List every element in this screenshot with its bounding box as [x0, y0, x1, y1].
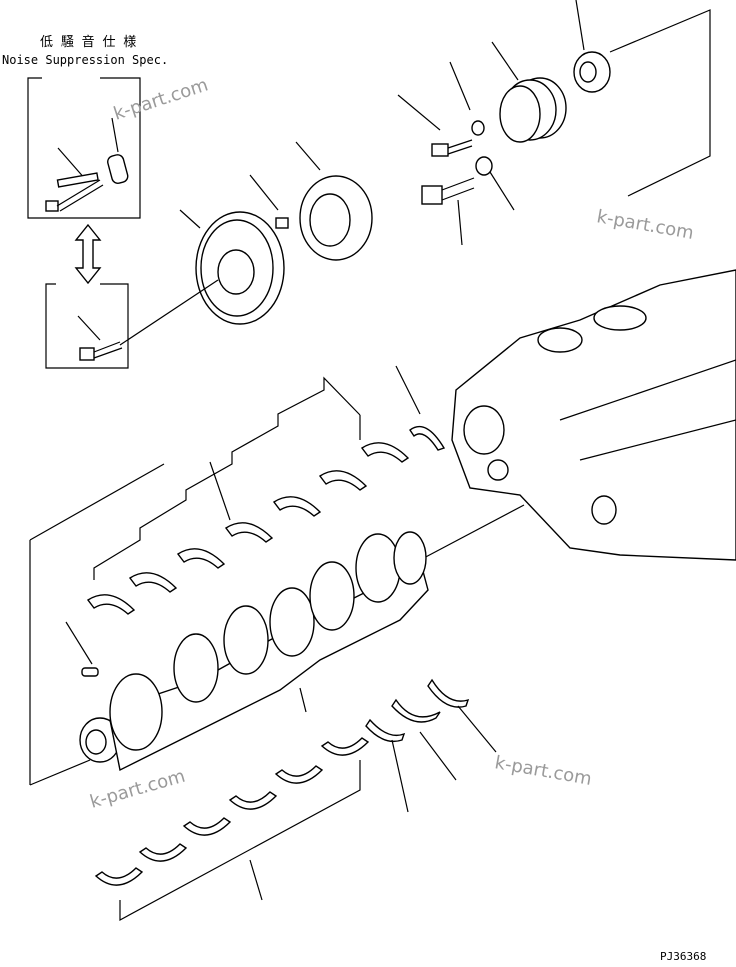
cylinder-block	[451, 269, 736, 561]
front-nut	[573, 0, 711, 197]
thrust-washer-top	[395, 365, 446, 451]
watermark-1: k-part.com	[111, 74, 211, 124]
note-en: Noise Suppression Spec.	[2, 53, 168, 67]
upper-main-bearings	[86, 376, 410, 615]
watermark-2: k-part.com	[595, 206, 695, 244]
interchange-arrow	[74, 223, 102, 285]
damper	[295, 141, 373, 261]
bolts-top	[397, 61, 515, 246]
noise-spec-box	[27, 77, 141, 219]
watermark-4: k-part.com	[493, 752, 593, 790]
bolt-box	[45, 283, 129, 369]
dowel-pin	[249, 174, 289, 229]
drawing-code: PJ36368	[660, 950, 706, 963]
watermark-3: k-part.com	[88, 766, 188, 813]
crankshaft	[29, 463, 525, 786]
note-jp: 低 騒 音 仕 様	[40, 34, 136, 50]
pulley	[119, 209, 285, 346]
crank-pulley	[491, 41, 567, 143]
lower-main-bearings	[94, 737, 370, 922]
crank-key	[65, 621, 99, 677]
thrust-washers-lower	[365, 678, 497, 813]
